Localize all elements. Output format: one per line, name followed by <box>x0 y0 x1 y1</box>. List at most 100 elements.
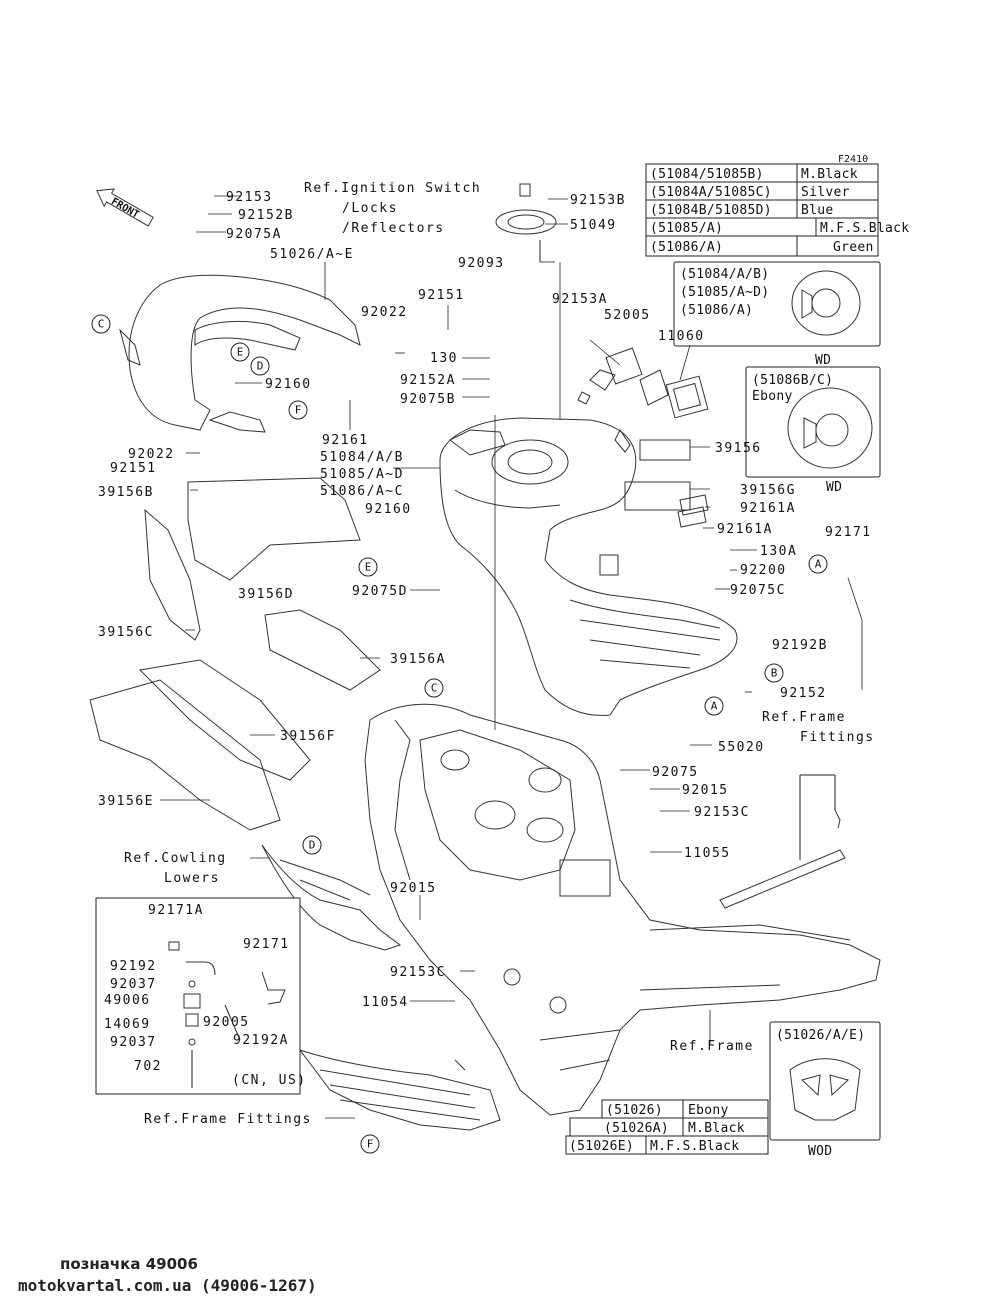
color-name-1: M.Black <box>801 167 858 182</box>
part-92153A: 92153A <box>552 292 608 307</box>
part-39156E: 39156E <box>98 794 154 809</box>
footer-line-2: motokvartal.com.ua (49006-1267) <box>18 1276 317 1295</box>
ref-frame-fittings-bottom: Ref.Frame Fittings <box>144 1112 312 1127</box>
wd-inset-1: (51084/A/B) (51085/A~D) (51086/A) WD <box>673 261 881 368</box>
cowl-color-3: M.F.S.Black <box>650 1139 739 1154</box>
wd2-line-2: Ebony <box>752 389 793 404</box>
color-code-1: (51084/51085B) <box>650 167 764 182</box>
sub-label-5: 92037 <box>110 1035 157 1050</box>
part-92152B: 92152B <box>238 208 294 223</box>
part-39156F: 39156F <box>280 729 336 744</box>
frame-shape <box>364 703 881 1116</box>
wd2-caption: WD <box>826 480 842 495</box>
fuel-pump-shape <box>577 347 709 528</box>
part-55020: 55020 <box>718 740 765 755</box>
color-name-2: Silver <box>801 185 850 200</box>
footer-line-1: позначка 49006 <box>60 1255 198 1273</box>
part-92192B: 92192B <box>772 638 828 653</box>
color-name-4: M.F.S.Black <box>820 221 909 236</box>
callout-a-2: A <box>711 700 718 713</box>
part-92161: 92161 <box>322 433 369 448</box>
ref-frame-fittings-1: Ref.Frame <box>762 710 846 725</box>
figure-code: F2410 <box>838 154 868 165</box>
part-labels: 92153 92152B 92075A 51026/A~E 92022 9215… <box>98 190 872 1010</box>
color-code-5: (51086/A) <box>650 240 723 255</box>
wd1-line-3: (51086/A) <box>680 303 753 318</box>
callout-d-1: D <box>257 360 264 373</box>
front-arrow-icon: FRONT <box>96 188 154 227</box>
sub-box-note: (CN, US) <box>232 1073 307 1088</box>
part-92022-b: 92022 <box>128 447 175 462</box>
front-label: FRONT <box>109 196 141 221</box>
ref-frame-fittings-2: Fittings <box>800 730 875 745</box>
part-39156G: 39156G <box>740 483 796 498</box>
callout-a-1: A <box>815 558 822 571</box>
part-92151-a: 92151 <box>418 288 465 303</box>
wod-caption: WOD <box>808 1144 832 1159</box>
part-39156: 39156 <box>715 441 762 456</box>
sub-label-3: 49006 <box>104 993 151 1008</box>
ref-ignition-3: /Reflectors <box>342 221 445 236</box>
part-11060: 11060 <box>658 329 705 344</box>
part-92153C: 92153C <box>694 805 750 820</box>
callout-c-1: C <box>98 318 105 331</box>
bottom-fairing-shape <box>298 1049 501 1131</box>
ref-cowling-2: Lowers <box>164 871 220 886</box>
callout-e-1: E <box>237 346 244 359</box>
callout-d-2: D <box>309 839 316 852</box>
part-92075B: 92075B <box>400 392 456 407</box>
part-92075: 92075 <box>652 765 699 780</box>
part-92093: 92093 <box>458 256 505 271</box>
part-39156B: 39156B <box>98 485 154 500</box>
wd1-caption: WD <box>815 353 831 368</box>
part-92075D: 92075D <box>352 584 408 599</box>
part-39156A: 39156A <box>390 652 446 667</box>
callout-b-1: B <box>771 667 778 680</box>
sub-label-1: 92192 <box>110 959 157 974</box>
part-92015-b: 92015 <box>390 881 437 896</box>
color-name-5: Green <box>833 240 874 255</box>
cowl-color-table: (51026) Ebony (51026A) M.Black (51026E) … <box>565 1099 769 1155</box>
color-code-4: (51085/A) <box>650 221 723 236</box>
part-92200: 92200 <box>740 563 787 578</box>
ref-frame: Ref.Frame <box>670 1039 754 1054</box>
part-92153C-2: 92153C <box>390 965 446 980</box>
part-92022-a: 92022 <box>361 305 408 320</box>
part-51085: 51085/A~D <box>320 467 404 482</box>
callout-f-1: F <box>295 404 302 417</box>
wod-inset: (51026/A/E) WOD <box>769 1021 881 1159</box>
cowl-code-2: (51026A) <box>604 1121 669 1136</box>
frame-fitting-strip <box>719 774 846 909</box>
part-92075A: 92075A <box>226 227 282 242</box>
part-92075C: 92075C <box>730 583 786 598</box>
cowl-code-3: (51026E) <box>569 1139 634 1154</box>
callout-c-2: C <box>431 682 438 695</box>
part-92153: 92153 <box>226 190 273 205</box>
color-table: (51084/51085B) M.Black (51084A/51085C) S… <box>645 163 909 257</box>
part-92161A-2: 92161A <box>717 522 773 537</box>
ref-ignition-1: Ref.Ignition Switch <box>304 181 481 196</box>
leader-lines <box>160 195 863 1119</box>
color-code-3: (51084B/51085D) <box>650 203 772 218</box>
cowl-color-1: Ebony <box>688 1103 729 1118</box>
sub-box-title: 92171A <box>148 903 204 918</box>
wd2-line-1: (51086B/C) <box>752 373 833 388</box>
part-92151-b: 92151 <box>110 461 157 476</box>
mat-pieces <box>89 477 381 831</box>
sub-label-4: 14069 <box>104 1017 151 1032</box>
part-92160-b: 92160 <box>365 502 412 517</box>
part-11054: 11054 <box>362 995 409 1010</box>
wd-inset-2: (51086B/C) Ebony WD <box>745 366 881 495</box>
reference-labels: Ref.Ignition Switch /Locks /Reflectors R… <box>124 181 875 1127</box>
part-92171: 92171 <box>825 525 872 540</box>
part-92161A-1: 92161A <box>740 501 796 516</box>
part-39156C: 39156C <box>98 625 154 640</box>
part-92015-a: 92015 <box>682 783 729 798</box>
cowl-color-2: M.Black <box>688 1121 745 1136</box>
part-92160-a: 92160 <box>265 377 312 392</box>
fuel-tank-shape <box>439 417 738 716</box>
part-92152A: 92152A <box>400 373 456 388</box>
wd1-line-1: (51084/A/B) <box>680 267 769 282</box>
